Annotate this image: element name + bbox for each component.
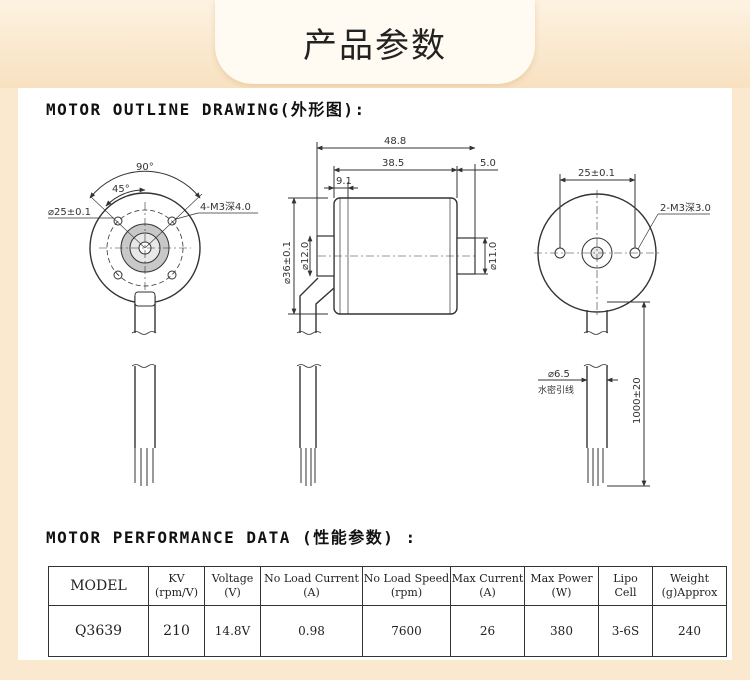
front-angle-45-label: 45° [112, 184, 130, 195]
side-boss-diameter-label: ⌀12.0 [300, 242, 311, 270]
cell-max-power: 380 [524, 605, 599, 657]
back-holes-label: 2-M3深3.0 [660, 202, 711, 214]
cell-max-current: 26 [450, 605, 525, 657]
side-total-length-label: 48.8 [384, 136, 406, 147]
side-view [288, 142, 498, 486]
cell-kv: 210 [148, 605, 205, 657]
title-tab [215, 0, 535, 84]
side-body-diameter-label: ⌀36±0.1 [282, 241, 293, 284]
back-view [534, 174, 710, 487]
cell-model: Q3639 [48, 605, 149, 657]
side-boss-length-label: 9.1 [336, 176, 352, 187]
cell-weight: 240 [652, 605, 727, 657]
front-view [48, 170, 258, 486]
performance-data-heading: MOTOR PERFORMANCE DATA (性能参数) : [46, 528, 417, 547]
outline-drawing-heading: MOTOR OUTLINE DRAWING(外形图): [46, 100, 366, 119]
header-kv: KV(rpm/V) [148, 566, 205, 606]
wire-diameter-label: ⌀6.5 [548, 369, 570, 380]
header-no-load-current: No Load Current(A) [260, 566, 363, 606]
front-holes-label: 4-M3深4.0 [200, 201, 251, 213]
front-angle-90-label: 90° [136, 162, 154, 173]
motor-outline-drawing: 90° 45° ⌀25±0.1 4-M3深4.0 48.8 38.5 [48, 136, 711, 487]
header-max-power: Max Power(W) [524, 566, 599, 606]
back-hole-spacing-label: 25±0.1 [578, 168, 615, 179]
header-voltage: Voltage(V) [204, 566, 261, 606]
page-title: 产品参数 [303, 26, 447, 66]
cell-no-load-speed: 7600 [362, 605, 451, 657]
header-no-load-speed: No Load Speed(rpm) [362, 566, 451, 606]
side-shaft-diameter-label: ⌀11.0 [488, 242, 499, 270]
side-shaft-length-label: 5.0 [480, 158, 496, 169]
cell-voltage: 14.8V [204, 605, 261, 657]
lead-length-label: 1000±20 [632, 377, 643, 424]
cell-no-load-current: 0.98 [260, 605, 363, 657]
front-diameter-label: ⌀25±0.1 [48, 207, 91, 218]
header-weight: Weight(g)Approx [652, 566, 727, 606]
cell-lipo-cell: 3-6S [598, 605, 653, 657]
table-header-row: MODEL KV(rpm/V) Voltage(V) No Load Curre… [48, 566, 727, 606]
header-max-current: Max Current(A) [450, 566, 525, 606]
wire-type-label: 水密引线 [538, 384, 574, 396]
header-model: MODEL [48, 566, 149, 606]
content-sheet [18, 88, 732, 660]
performance-table: MODEL KV(rpm/V) Voltage(V) No Load Curre… [48, 566, 727, 657]
table-row: Q3639 210 14.8V 0.98 7600 26 380 3-6S 24… [48, 605, 727, 657]
side-body-length-label: 38.5 [382, 158, 404, 169]
